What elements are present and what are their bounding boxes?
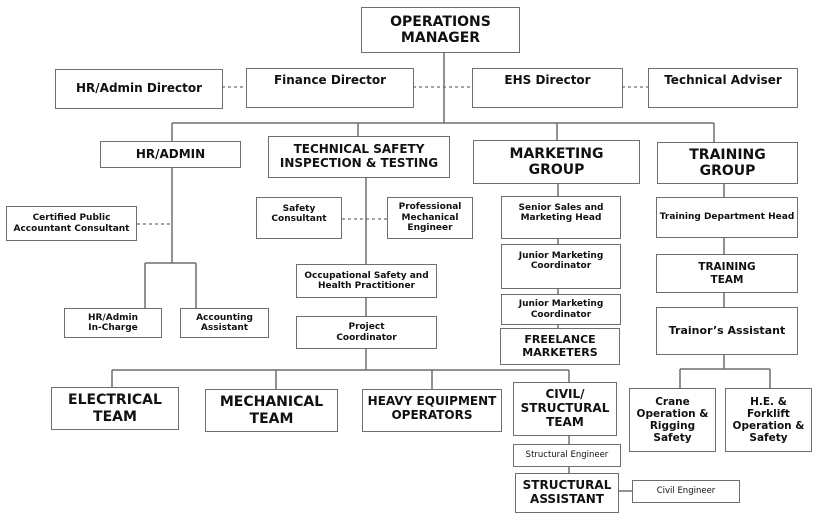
mechanical-team-label: MECHANICAL TEAM [219, 394, 324, 427]
hr-admin-label: HR/ADMIN [135, 146, 206, 161]
ehs-director-box: EHS Director [472, 68, 623, 108]
civil-structural-team-label: CIVIL/ STRUCTURAL TEAM [520, 387, 610, 429]
operations-manager-box: OPERATIONS MANAGER [361, 7, 520, 53]
electrical-team-box: ELECTRICAL TEAM [51, 387, 179, 430]
cpa-consultant-box: Certified Public Accountant Consultant [6, 206, 137, 241]
freelance-marketers-box: FREELANCE MARKETERS [500, 328, 620, 365]
training-team-label: TRAINING TEAM [698, 261, 756, 286]
technical-adviser-box: Technical Adviser [648, 68, 798, 108]
training-department-head-label: Training Department Head [659, 212, 795, 223]
senior-sales-head-box: Senior Sales and Marketing Head [501, 196, 621, 239]
civil-engineer-label: Civil Engineer [656, 485, 716, 496]
technical-safety-box: TECHNICAL SAFETY INSPECTION & TESTING [268, 136, 450, 178]
professional-mech-engineer-box: Professional Mechanical Engineer [387, 197, 473, 239]
mechanical-team-box: MECHANICAL TEAM [205, 389, 338, 432]
marketing-group-box: MARKETING GROUP [473, 140, 640, 184]
junior-marketing-coordinator-2-box: Junior Marketing Coordinator [501, 294, 621, 325]
senior-sales-head-label: Senior Sales and Marketing Head [518, 203, 604, 224]
junior-marketing-coordinator-2-label: Junior Marketing Coordinator [518, 299, 604, 320]
training-group-label: TRAINING GROUP [689, 146, 766, 179]
heavy-equipment-operators-box: HEAVY EQUIPMENT OPERATORS [362, 389, 502, 432]
heavy-equipment-operators-label: HEAVY EQUIPMENT OPERATORS [367, 394, 497, 422]
safety-consultant-label: Safety Consultant [271, 204, 327, 225]
hr-admin-in-charge-label: HR/Admin In-Charge [87, 312, 139, 333]
training-group-box: TRAINING GROUP [657, 142, 798, 184]
accounting-assistant-label: Accounting Assistant [196, 312, 253, 333]
project-coordinator-label: Project Coordinator [336, 322, 397, 343]
finance-director-box: Finance Director [246, 68, 414, 108]
crane-operation-box: Crane Operation & Rigging Safety [629, 388, 716, 452]
he-forklift-operation-label: H.E. & Forklift Operation & Safety [732, 395, 805, 445]
operations-manager-label: OPERATIONS MANAGER [390, 13, 491, 46]
finance-director-label: Finance Director [273, 73, 387, 87]
hr-admin-director-label: HR/Admin Director [75, 81, 203, 96]
he-forklift-operation-box: H.E. & Forklift Operation & Safety [725, 388, 812, 452]
trainors-assistant-label: Trainor’s Assistant [668, 323, 786, 337]
cpa-consultant-label: Certified Public Accountant Consultant [13, 213, 130, 234]
structural-engineer-label: Structural Engineer [525, 449, 609, 460]
project-coordinator-box: Project Coordinator [296, 316, 437, 349]
structural-assistant-label: STRUCTURAL ASSISTANT [522, 478, 612, 506]
osh-practitioner-label: Occupational Safety and Health Practitio… [304, 270, 429, 291]
crane-operation-label: Crane Operation & Rigging Safety [636, 395, 709, 445]
marketing-group-label: MARKETING GROUP [509, 145, 604, 178]
hr-admin-box: HR/ADMIN [100, 141, 241, 168]
structural-engineer-box: Structural Engineer [513, 444, 621, 467]
ehs-director-label: EHS Director [504, 73, 591, 87]
professional-mech-engineer-label: Professional Mechanical Engineer [398, 202, 462, 234]
structural-assistant-box: STRUCTURAL ASSISTANT [515, 473, 619, 513]
civil-structural-team-box: CIVIL/ STRUCTURAL TEAM [513, 382, 617, 436]
safety-consultant-box: Safety Consultant [256, 197, 342, 239]
training-department-head-box: Training Department Head [656, 197, 798, 238]
junior-marketing-coordinator-1-box: Junior Marketing Coordinator [501, 244, 621, 289]
freelance-marketers-label: FREELANCE MARKETERS [522, 332, 598, 359]
technical-safety-label: TECHNICAL SAFETY INSPECTION & TESTING [279, 142, 439, 170]
accounting-assistant-box: Accounting Assistant [180, 308, 269, 338]
electrical-team-label: ELECTRICAL TEAM [68, 392, 162, 425]
training-team-box: TRAINING TEAM [656, 254, 798, 293]
hr-admin-director-box: HR/Admin Director [55, 69, 223, 109]
civil-engineer-box: Civil Engineer [632, 480, 740, 503]
osh-practitioner-box: Occupational Safety and Health Practitio… [296, 264, 437, 298]
trainors-assistant-box: Trainor’s Assistant [656, 307, 798, 355]
junior-marketing-coordinator-1-label: Junior Marketing Coordinator [518, 251, 604, 272]
technical-adviser-label: Technical Adviser [664, 73, 782, 87]
hr-admin-in-charge-box: HR/Admin In-Charge [64, 308, 162, 338]
